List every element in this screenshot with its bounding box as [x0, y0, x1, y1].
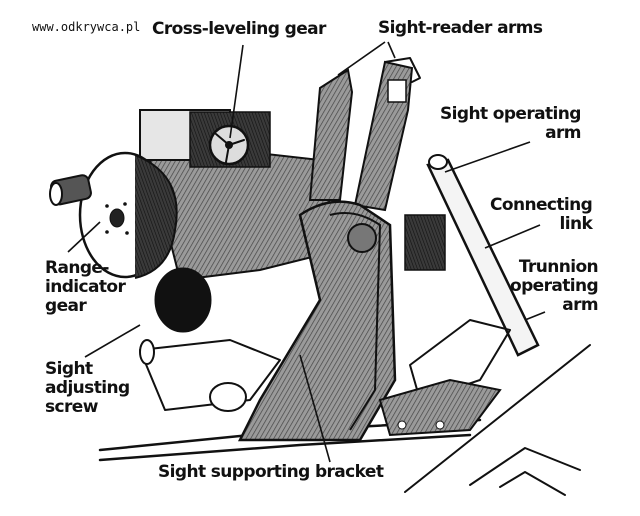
label-line: arm — [562, 295, 599, 315]
label-line: Range- — [45, 258, 109, 278]
label-trunnion-operating-arm: Trunnion operating arm — [510, 257, 599, 315]
label-sight-adjusting-screw: Sight adjusting screw — [45, 360, 130, 417]
label-line: link — [559, 214, 593, 234]
leader-cross-leveling-gear — [229, 44, 244, 139]
label-line: Connecting — [490, 195, 593, 215]
watermark-text: www.odkrywca.pl — [32, 20, 141, 34]
label-line: gear — [45, 296, 87, 316]
sight-supporting-bracket-drawing — [237, 200, 446, 442]
label-line: operating — [510, 276, 599, 296]
leader-sight-supporting-bracket — [299, 354, 331, 463]
label-line: Sight operating — [440, 104, 581, 124]
leader-sight-adjusting-screw — [84, 324, 141, 358]
label-line: Trunnion — [518, 257, 599, 277]
sight-adjusting-screw-drawing — [139, 267, 281, 412]
label-line: screw — [45, 397, 98, 417]
leader-sight-operating-arm — [444, 141, 531, 173]
leader-range-indicator-gear — [67, 221, 101, 253]
leader-connecting-link — [484, 224, 541, 249]
label-sight-reader-arms: Sight-reader arms — [378, 18, 543, 38]
leader-sight-reader-arms-2 — [387, 41, 396, 59]
label-line: Sight — [45, 359, 93, 379]
label-line: arm — [545, 123, 581, 143]
range-indicator-gear-drawing — [49, 151, 178, 279]
leader-trunnion-operating-arm — [524, 311, 546, 321]
leader-sight-reader-arms-1 — [337, 41, 386, 76]
leader-lines — [67, 41, 546, 463]
label-sight-supporting-bracket: Sight supporting bracket — [158, 462, 384, 482]
label-line: adjusting — [45, 378, 130, 398]
label-line: indicator — [45, 277, 126, 297]
label-sight-operating-arm: Sight operating arm — [440, 105, 581, 143]
label-connecting-link: Connecting link — [490, 195, 593, 234]
sight-reader-arms-drawing — [308, 57, 421, 212]
label-cross-leveling-gear: Cross-leveling gear — [152, 19, 326, 39]
connecting-link-drawing — [378, 154, 540, 437]
cross-leveling-gear-drawing — [208, 124, 250, 166]
label-range-indicator-gear: Range- indicator gear — [45, 258, 126, 316]
